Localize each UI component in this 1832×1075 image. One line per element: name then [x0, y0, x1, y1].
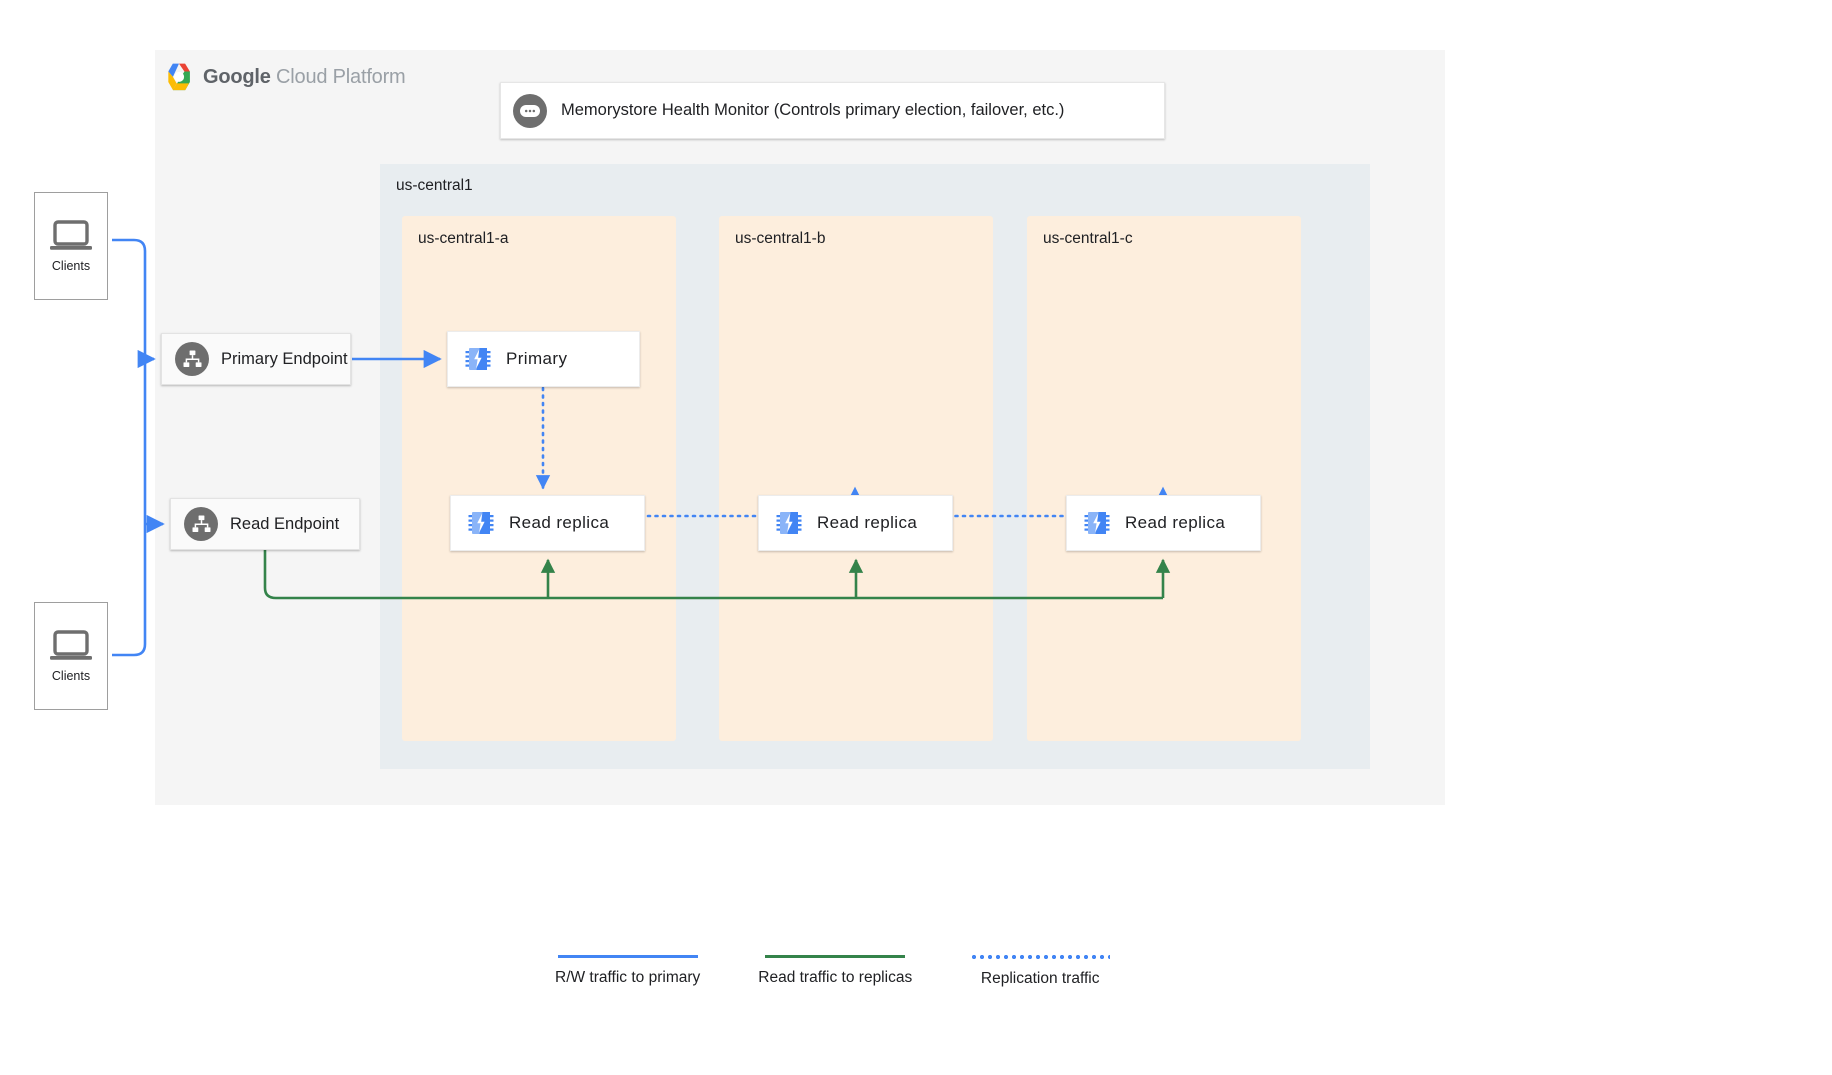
laptop-icon — [50, 219, 92, 250]
laptop-icon — [50, 629, 92, 660]
network-endpoint-icon — [184, 507, 218, 541]
memorystore-chip-icon — [468, 512, 494, 534]
zone-us-central1-b: us-central1-b — [719, 216, 993, 741]
client-top-label: Clients — [51, 258, 91, 273]
endpoint-primary-label: Primary Endpoint — [221, 349, 348, 368]
node-read-replica-b-label: Read replica — [817, 513, 918, 532]
zone-c-label: us-central1-c — [1043, 230, 1133, 247]
zone-us-central1-a: us-central1-a — [402, 216, 676, 741]
health-monitor-icon — [513, 93, 547, 128]
health-monitor-label: Memorystore Health Monitor (Controls pri… — [561, 101, 1065, 119]
endpoint-read[interactable]: Read Endpoint — [170, 498, 360, 550]
legend: R/W traffic to primary Read traffic to r… — [555, 955, 1155, 1005]
client-top[interactable]: Clients — [34, 192, 108, 300]
memorystore-chip-icon — [465, 348, 491, 370]
endpoint-read-label: Read Endpoint — [230, 514, 340, 533]
node-read-replica-b[interactable]: Read replica — [758, 495, 953, 551]
legend-swatch-replication-traffic — [970, 955, 1111, 959]
legend-label-read-traffic: Read traffic to replicas — [758, 969, 913, 986]
region-label: us-central1 — [396, 177, 473, 194]
zone-b-label: us-central1-b — [735, 230, 826, 247]
client-bus-line — [112, 238, 147, 657]
health-monitor-card[interactable]: Memorystore Health Monitor (Controls pri… — [500, 82, 1165, 139]
node-read-replica-a[interactable]: Read replica — [450, 495, 645, 551]
legend-item-read-traffic: Read traffic to replicas — [758, 955, 912, 1005]
legend-swatch-rw-traffic — [557, 955, 698, 958]
google-cloud-hexagon-logo — [168, 63, 190, 91]
network-endpoint-icon — [175, 342, 209, 376]
gcp-wordmark-cloud-platform: Cloud Platform — [276, 65, 406, 88]
legend-label-replication-traffic: Replication traffic — [980, 970, 1100, 987]
legend-item-rw-traffic: R/W traffic to primary — [555, 955, 700, 1005]
gcp-wordmark: Google Cloud Platform — [203, 66, 406, 89]
node-read-replica-a-label: Read replica — [509, 513, 610, 532]
memorystore-chip-icon — [1084, 512, 1110, 534]
client-bottom-label: Clients — [51, 668, 91, 683]
legend-swatch-read-traffic — [765, 955, 906, 958]
node-read-replica-c-label: Read replica — [1125, 513, 1226, 532]
node-primary-label: Primary — [506, 349, 568, 368]
legend-label-rw-traffic: R/W traffic to primary — [555, 969, 701, 986]
zone-a-label: us-central1-a — [418, 230, 509, 247]
gcp-brand: Google Cloud Platform — [168, 62, 406, 92]
memorystore-chip-icon — [776, 512, 802, 534]
client-bottom[interactable]: Clients — [34, 602, 108, 710]
node-read-replica-c[interactable]: Read replica — [1066, 495, 1261, 551]
zone-us-central1-c: us-central1-c — [1027, 216, 1301, 741]
endpoint-primary[interactable]: Primary Endpoint — [161, 333, 351, 385]
gcp-wordmark-google: Google — [203, 65, 271, 88]
node-primary[interactable]: Primary — [447, 331, 640, 387]
legend-item-replication-traffic: Replication traffic — [970, 955, 1111, 1005]
